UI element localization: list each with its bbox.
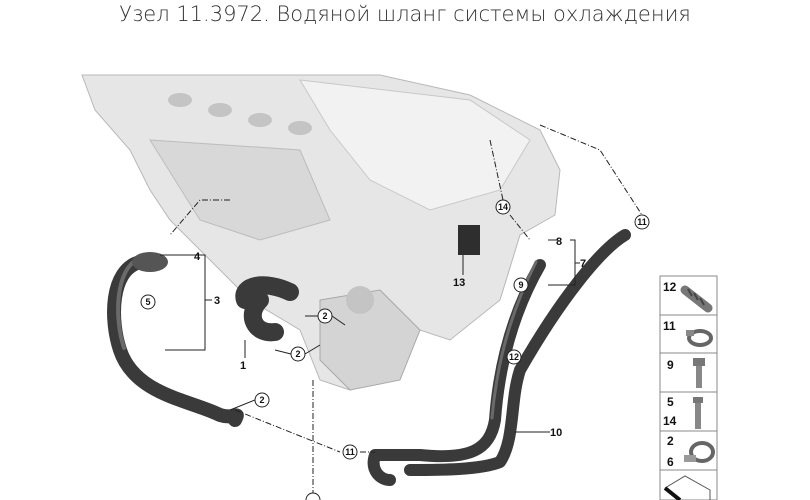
- callout-3[interactable]: 3: [214, 295, 220, 307]
- svg-text:2: 2: [322, 311, 327, 321]
- coolant-pipe-3: [107, 252, 244, 427]
- parts-legend: 12 11 9 5 14 2 6: [659, 275, 718, 500]
- callout-11-bottom[interactable]: 11: [342, 444, 358, 460]
- page-title: Узел 11.3972. Водяной шланг системы охла…: [119, 2, 691, 26]
- callout-10[interactable]: 10: [550, 427, 562, 439]
- svg-text:11: 11: [345, 447, 355, 457]
- engine-block-illustration: [81, 74, 561, 391]
- callout-11-top[interactable]: 11: [634, 214, 650, 230]
- svg-text:5: 5: [145, 297, 150, 307]
- callout-2-c[interactable]: 2: [254, 392, 270, 408]
- callout-7[interactable]: 7: [580, 258, 586, 270]
- sensor-13: [458, 225, 480, 255]
- gasket-icon: [663, 475, 711, 500]
- bolt-icon: [693, 358, 705, 388]
- callout-8[interactable]: 8: [556, 236, 562, 248]
- callout-2-a[interactable]: 2: [317, 308, 333, 324]
- svg-text:6: 6: [667, 455, 674, 469]
- svg-text:12: 12: [509, 352, 519, 362]
- coolant-hose-10-12: [367, 229, 631, 486]
- worm-clamp-icon: [684, 441, 715, 463]
- svg-text:11: 11: [663, 319, 676, 333]
- svg-text:9: 9: [667, 358, 674, 372]
- svg-text:2: 2: [259, 395, 264, 405]
- hose-clamp-icon: [686, 329, 713, 347]
- svg-text:2: 2: [295, 349, 300, 359]
- svg-text:14: 14: [663, 414, 677, 428]
- legend-item-9[interactable]: 9: [667, 358, 705, 388]
- pipe-flange: [132, 252, 168, 272]
- callout-partial: [305, 492, 321, 500]
- hose-clamp-spring-icon: [680, 285, 713, 313]
- legend-item-11[interactable]: 11: [663, 319, 713, 347]
- callout-9[interactable]: 9: [513, 277, 529, 293]
- callout-1[interactable]: 1: [240, 360, 246, 372]
- legend-item-5-14[interactable]: 5 14: [663, 395, 703, 429]
- svg-text:12: 12: [663, 280, 677, 294]
- callout-14[interactable]: 14: [495, 199, 511, 215]
- svg-text:11: 11: [637, 217, 647, 227]
- svg-text:5: 5: [667, 395, 674, 409]
- svg-text:14: 14: [498, 202, 508, 212]
- svg-text:9: 9: [518, 280, 523, 290]
- legend-item-2-6[interactable]: 2 6: [667, 434, 715, 469]
- svg-text:2: 2: [667, 434, 674, 448]
- callout-12[interactable]: 12: [506, 349, 522, 365]
- stud-bolt-icon: [693, 397, 703, 429]
- leader-lines: [160, 124, 643, 495]
- callout-13[interactable]: 13: [453, 277, 465, 289]
- callout-5[interactable]: 5: [140, 294, 156, 310]
- coolant-hose-1: [235, 276, 299, 342]
- legend-item-12[interactable]: 12: [663, 280, 713, 313]
- legend-item-gasket[interactable]: [663, 475, 711, 500]
- callout-2-b[interactable]: 2: [290, 346, 306, 362]
- callout-4[interactable]: 4: [194, 251, 201, 263]
